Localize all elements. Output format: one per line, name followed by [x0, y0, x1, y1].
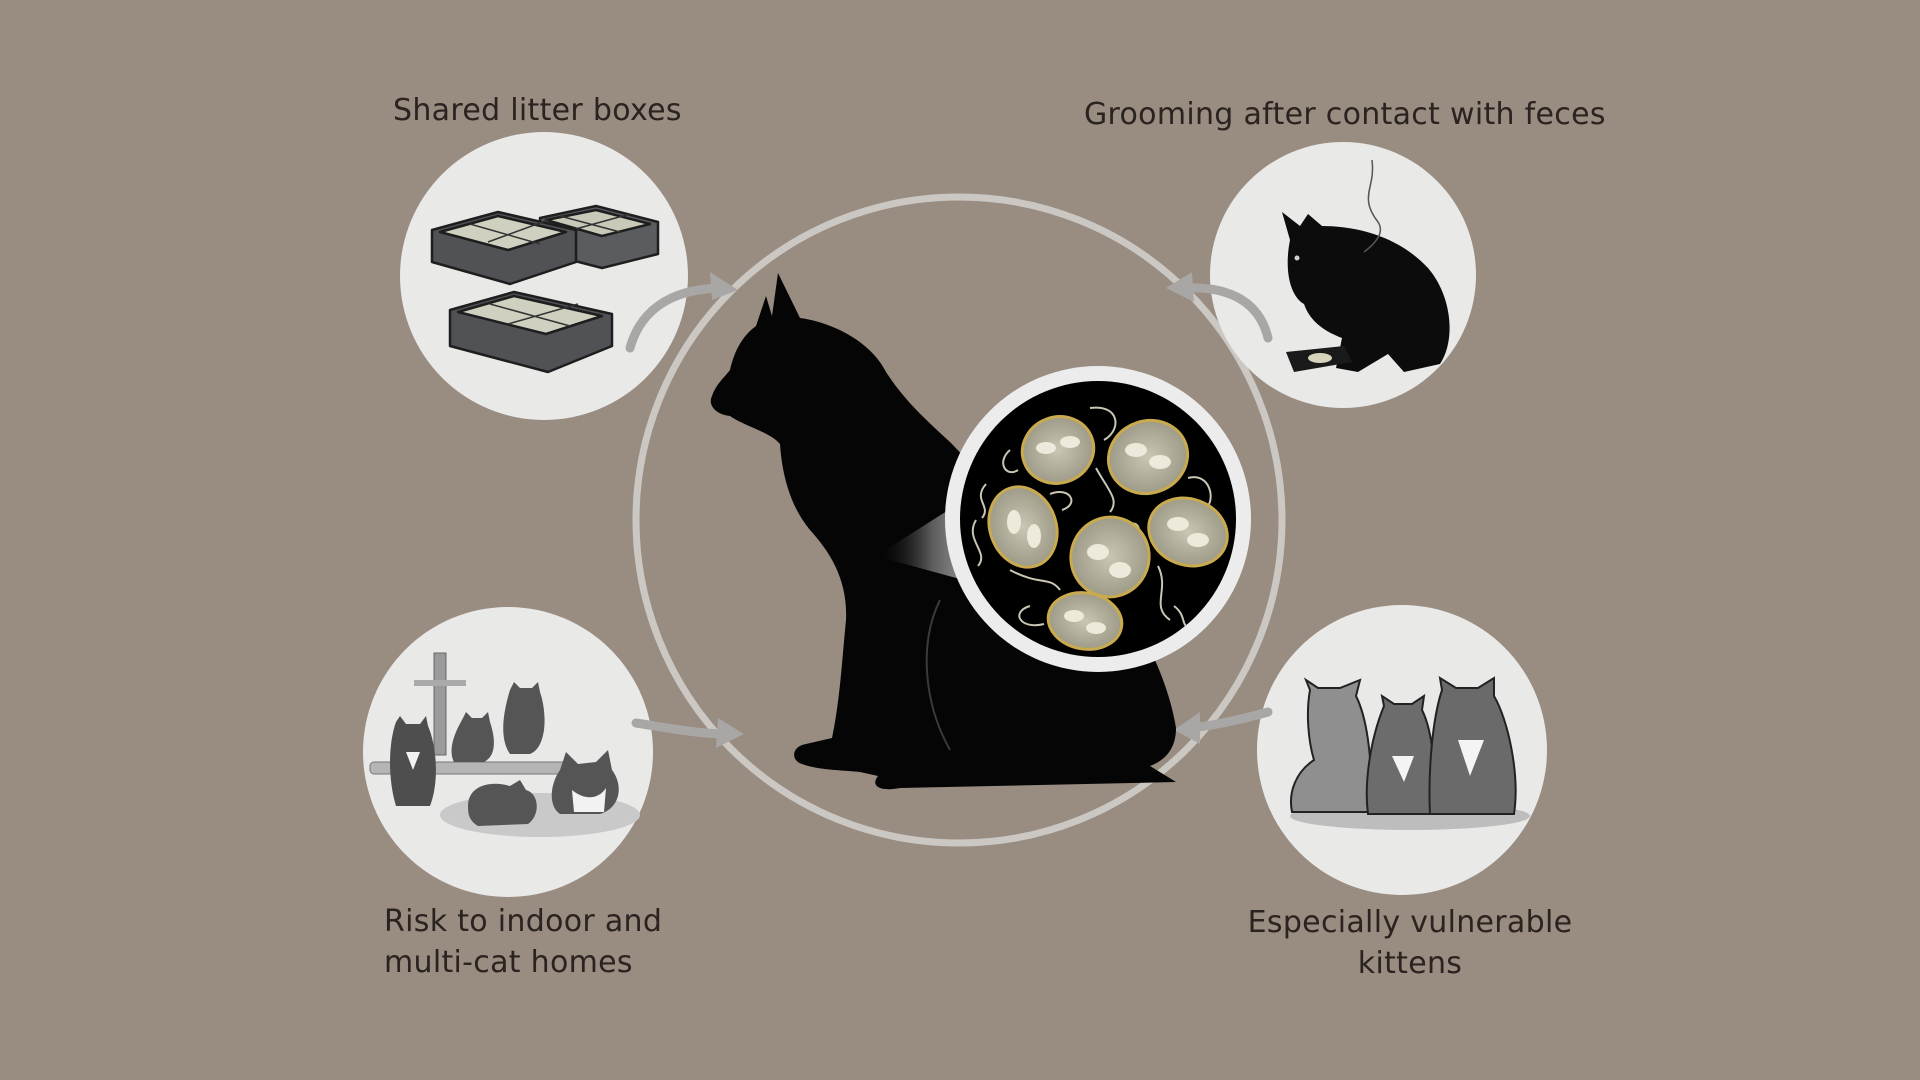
magnifier-oocysts	[945, 366, 1251, 672]
grooming-cat-icon	[1282, 159, 1450, 372]
arrows	[625, 272, 1273, 748]
label-line: kittens	[1357, 946, 1463, 981]
arrow-top-right-icon	[1166, 272, 1273, 343]
litter-box-icon	[430, 204, 660, 374]
label-line: Especially vulnerable	[1247, 905, 1573, 940]
panel-kittens	[1257, 605, 1547, 895]
panel-multi-cat-home	[363, 607, 653, 897]
panel-grooming	[1210, 142, 1476, 408]
label-grooming-after-contact: Grooming after contact with feces	[1084, 97, 1606, 132]
panel-shared-litter-boxes	[400, 132, 688, 420]
arrow-bottom-left-icon	[631, 718, 744, 748]
arrow-bottom-right-icon	[1174, 707, 1273, 744]
multi-cat-icon	[369, 652, 640, 837]
label-vulnerable-kittens: Especially vulnerable kittens	[1210, 902, 1610, 984]
arrow-top-left-icon	[625, 272, 738, 353]
label-shared-litter-boxes: Shared litter boxes	[393, 93, 682, 128]
label-risk-indoor-multicat: Risk to indoor and multi-cat homes	[384, 901, 662, 983]
label-line: Risk to indoor and	[384, 904, 663, 939]
cycle-ring	[632, 193, 1286, 847]
kittens-icon	[1290, 675, 1530, 830]
label-line: multi-cat homes	[384, 945, 633, 980]
